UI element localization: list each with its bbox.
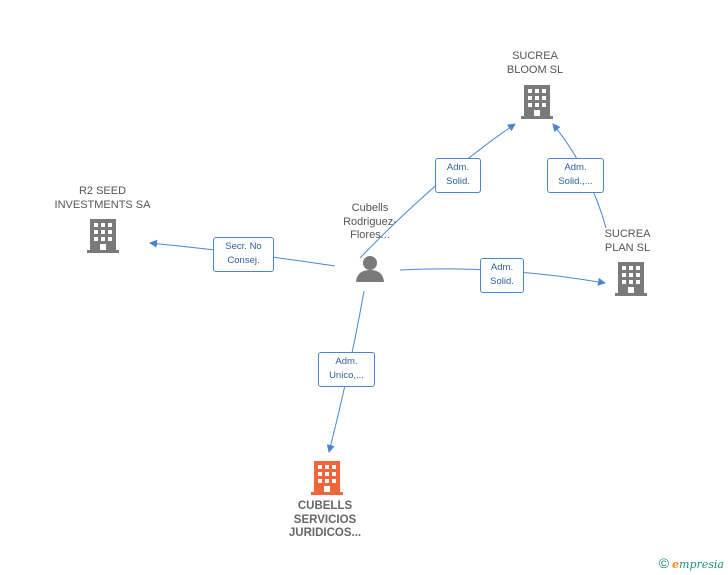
node-label-sucrea-bloom[interactable]: SUCREA BLOOM SL [506,50,564,76]
node-label-r2-seed[interactable]: R2 SEED INVESTMENTS SA [54,185,151,211]
copyright-icon: © [658,555,670,571]
edge-label-adm-unico: Adm. Unico,... [318,352,375,387]
edge-label-adm-solid-plan: Adm. Solid. [480,258,524,293]
copyright-footer: ©empresia [659,555,724,571]
building-icon[interactable] [87,219,119,253]
edge-label-adm-solid-plan-bloom: Adm. Solid.,... [547,158,604,193]
node-label-person[interactable]: Cubells Rodriguez- Flores... [343,202,397,241]
person-icon[interactable] [356,256,384,282]
empresia-logo: empresia [672,558,724,571]
edge-label-adm-solid-bloom: Adm. Solid. [435,158,481,193]
node-label-sucrea-plan[interactable]: SUCREA PLAN SL [604,228,651,254]
building-icon[interactable] [311,461,343,495]
building-icon[interactable] [615,262,647,296]
node-label-cubells-servicios[interactable]: CUBELLS SERVICIOS JURIDICOS... [288,500,362,539]
edge-label-secr-no-consej: Secr. No Consej. [213,237,274,272]
building-icon[interactable] [521,85,553,119]
